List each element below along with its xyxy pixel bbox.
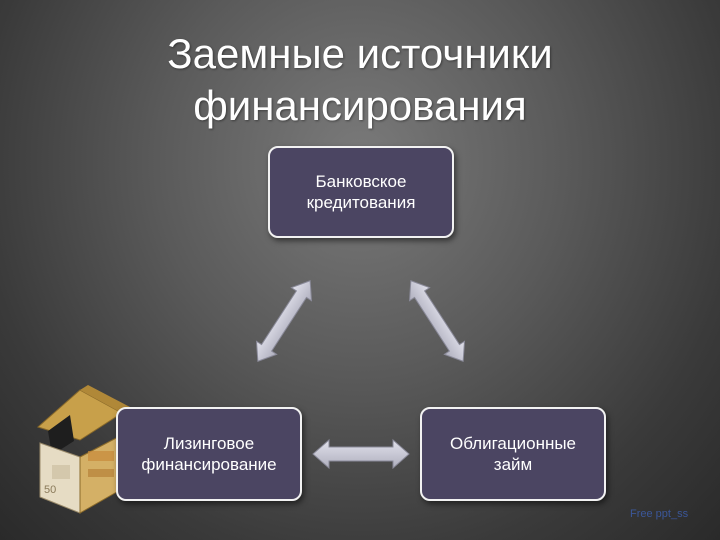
slide-title: Заемные источники финансирования — [60, 28, 660, 132]
node-bank-line-2: кредитования — [306, 193, 416, 212]
node-bond-loan: Облигационные займ — [420, 407, 606, 501]
title-line-1: Заемные источники — [167, 30, 553, 77]
title-line-2: финансирования — [193, 82, 527, 129]
node-leasing: Лизинговое финансирование — [116, 407, 302, 501]
svg-text:50: 50 — [44, 484, 56, 496]
house-money-icon: 50 — [37, 385, 130, 514]
node-bank-lending: Банковское кредитования — [268, 146, 454, 238]
footer-watermark: Free ppt_ss — [630, 508, 689, 520]
double-arrow-icon-left — [255, 280, 313, 362]
node-leasing-line-1: Лизинговое — [163, 434, 255, 453]
double-arrow-icon-right — [408, 280, 466, 362]
node-leasing-line-2: финансирование — [141, 455, 277, 474]
node-bonds-line-1: Облигационные — [449, 434, 577, 453]
node-bank-line-1: Банковское — [315, 172, 407, 191]
double-arrow-icon-bottom — [312, 438, 410, 470]
node-bonds-line-2: займ — [493, 455, 533, 474]
